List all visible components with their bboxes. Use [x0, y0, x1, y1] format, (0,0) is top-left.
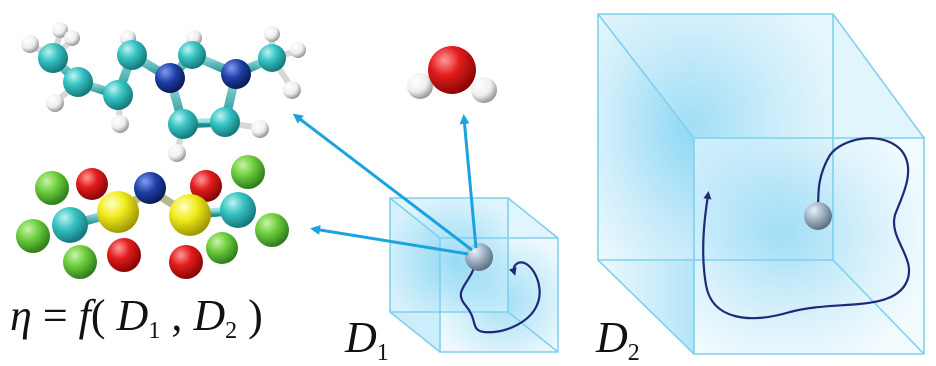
water-molecule	[407, 46, 497, 103]
arrow-to-water	[459, 114, 478, 249]
arrow-to-cation	[292, 113, 473, 252]
formula-arg2: D	[193, 291, 226, 340]
large-box-sub: 2	[627, 340, 640, 366]
formula-arg2-sub: 2	[225, 318, 238, 344]
formula-comma: ,	[171, 291, 183, 340]
trajectory-large	[702, 137, 911, 320]
formula-close-paren: )	[248, 291, 263, 340]
formula-arg1-sub: 1	[148, 318, 161, 344]
small-box-sub: 1	[376, 340, 389, 366]
formula-lhs: η	[10, 291, 32, 340]
small-box-symbol: D	[345, 313, 377, 362]
formula-open-paren: (	[90, 291, 106, 340]
probe-particle-large	[804, 202, 832, 230]
imidazolium-cation-molecule	[21, 22, 306, 162]
formula-arg1: D	[116, 291, 149, 340]
large-box-label: D2	[596, 313, 640, 366]
large-simulation-box	[597, 13, 925, 355]
tfsi-anion-molecule	[16, 155, 289, 279]
arrow-to-anion	[310, 225, 469, 256]
viscosity-formula: η = f( D1 , D2 )	[10, 291, 263, 344]
large-box-symbol: D	[596, 313, 628, 362]
trajectory-small	[459, 261, 541, 334]
small-box-label: D1	[345, 313, 389, 366]
formula-equals: =	[42, 291, 68, 340]
formula-func: f	[78, 291, 91, 340]
